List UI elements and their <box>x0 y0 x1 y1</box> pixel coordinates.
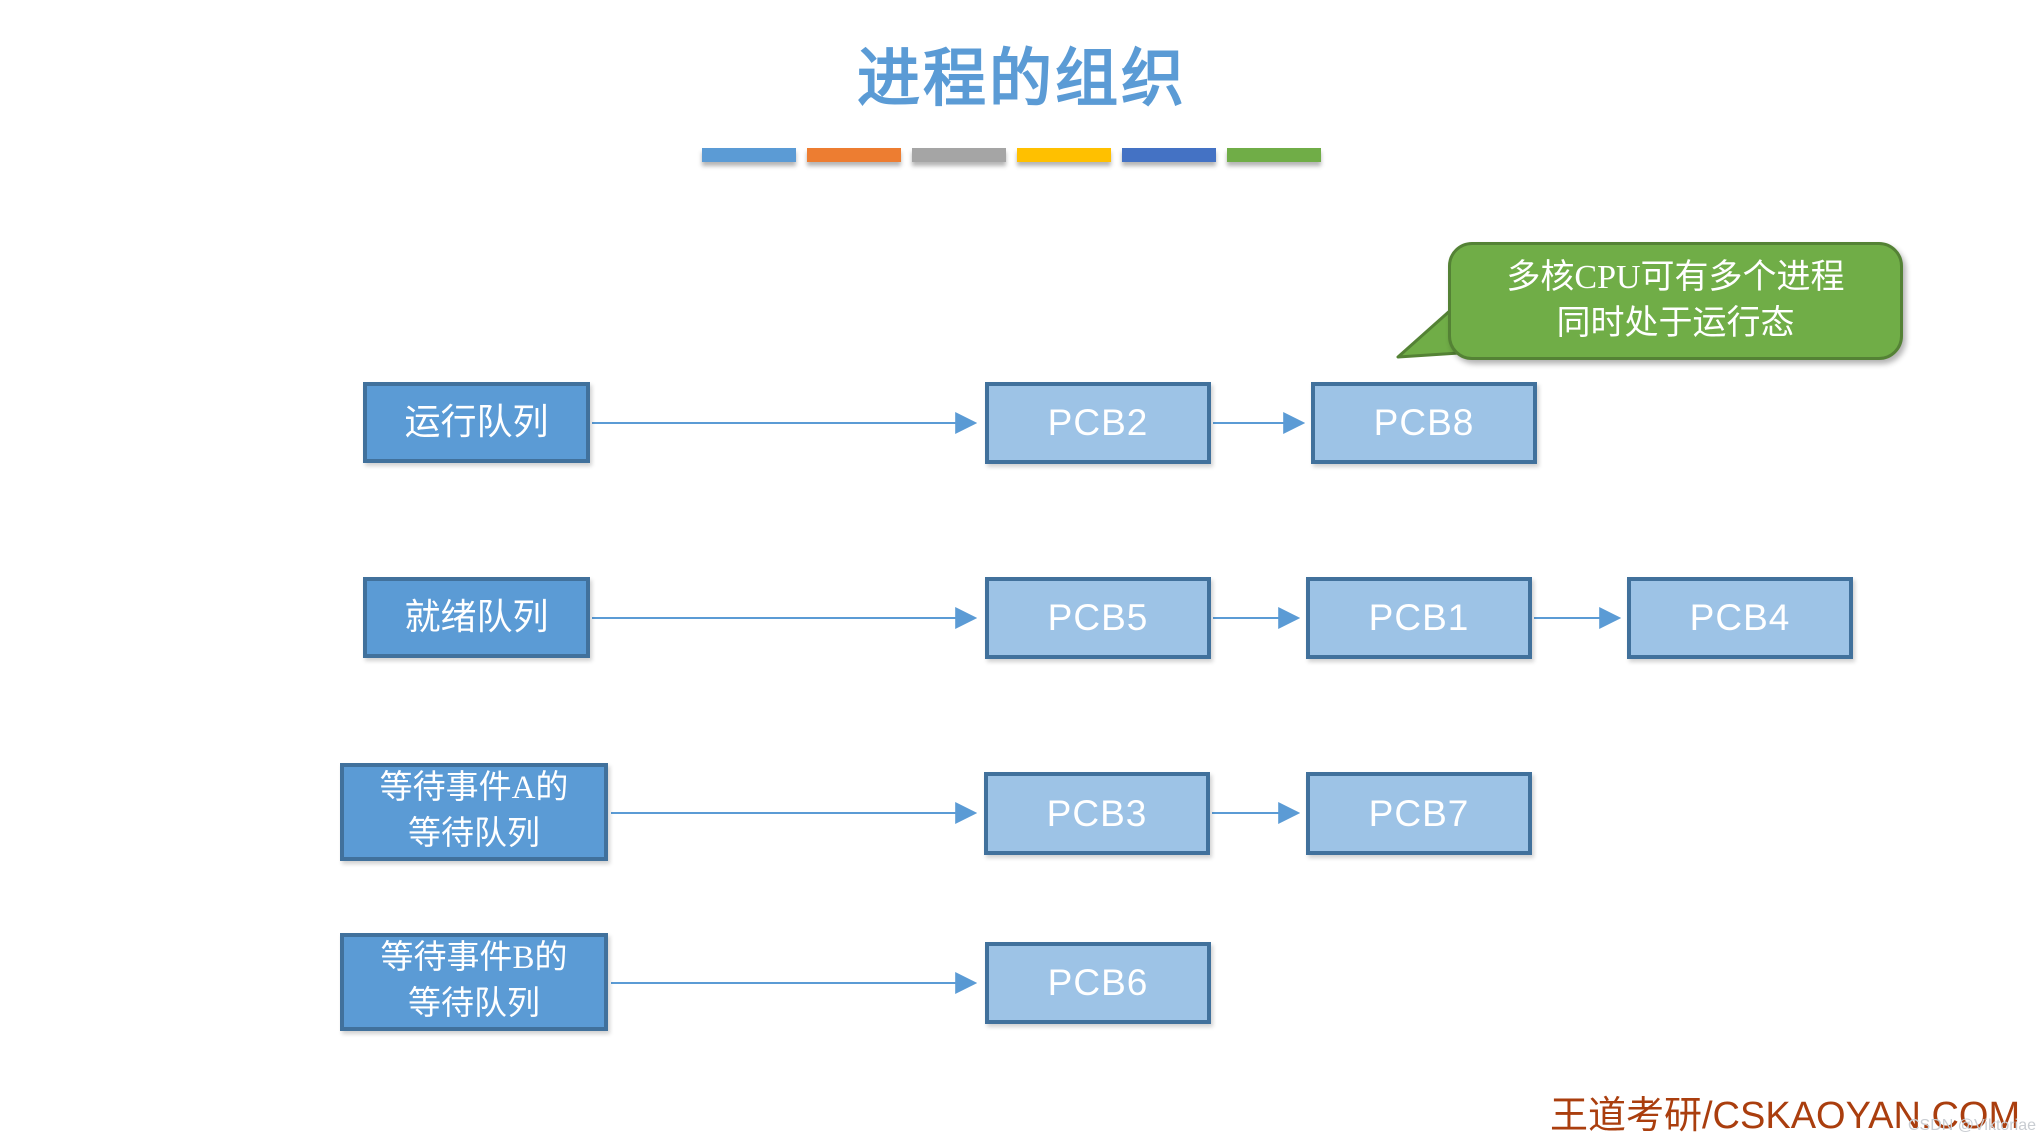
accent-bar-orange <box>807 148 901 162</box>
callout-line-1: 多核CPU可有多个进程 <box>1506 259 1845 297</box>
footer-brand: 王道考研/CSKAOYAN.COM <box>1550 1095 2021 1137</box>
queue-box-running: 运行队列 <box>363 382 590 463</box>
queue-box-ready: 就绪队列 <box>363 577 590 658</box>
accent-bar-blue <box>702 148 796 162</box>
pcb-box-pcb7: PCB7 <box>1306 772 1532 855</box>
queue-label: 等待事件A的 <box>379 770 569 807</box>
csdn-watermark: CSDN @Viktoriae <box>1908 1117 2036 1134</box>
queue-box-waiting-b: 等待事件B的 等待队列 <box>340 933 608 1031</box>
pcb-box-pcb2: PCB2 <box>985 382 1211 464</box>
pcb-box-pcb6: PCB6 <box>985 942 1211 1024</box>
callout-bubble: 多核CPU可有多个进程 同时处于运行态 <box>1448 242 1903 360</box>
accent-bar-darkblue <box>1122 148 1216 162</box>
queue-label: 等待队列 <box>408 986 540 1022</box>
queue-label: 运行队列 <box>404 401 549 442</box>
pcb-box-pcb3: PCB3 <box>984 772 1210 855</box>
pcb-box-pcb5: PCB5 <box>985 577 1211 659</box>
queue-label: 等待队列 <box>408 816 540 852</box>
queue-label: 就绪队列 <box>404 596 549 637</box>
callout-line-2: 同时处于运行态 <box>1556 305 1795 342</box>
page-title: 进程的组织 <box>857 44 1187 114</box>
pcb-box-pcb4: PCB4 <box>1627 577 1853 659</box>
queue-label: 等待事件B的 <box>380 940 568 977</box>
pcb-box-pcb8: PCB8 <box>1311 382 1537 464</box>
queue-box-waiting-a: 等待事件A的 等待队列 <box>340 763 608 861</box>
pcb-box-pcb1: PCB1 <box>1306 577 1532 659</box>
accent-bar-yellow <box>1017 148 1111 162</box>
accent-bars <box>702 148 1321 162</box>
accent-bar-green <box>1227 148 1321 162</box>
accent-bar-gray <box>912 148 1006 162</box>
